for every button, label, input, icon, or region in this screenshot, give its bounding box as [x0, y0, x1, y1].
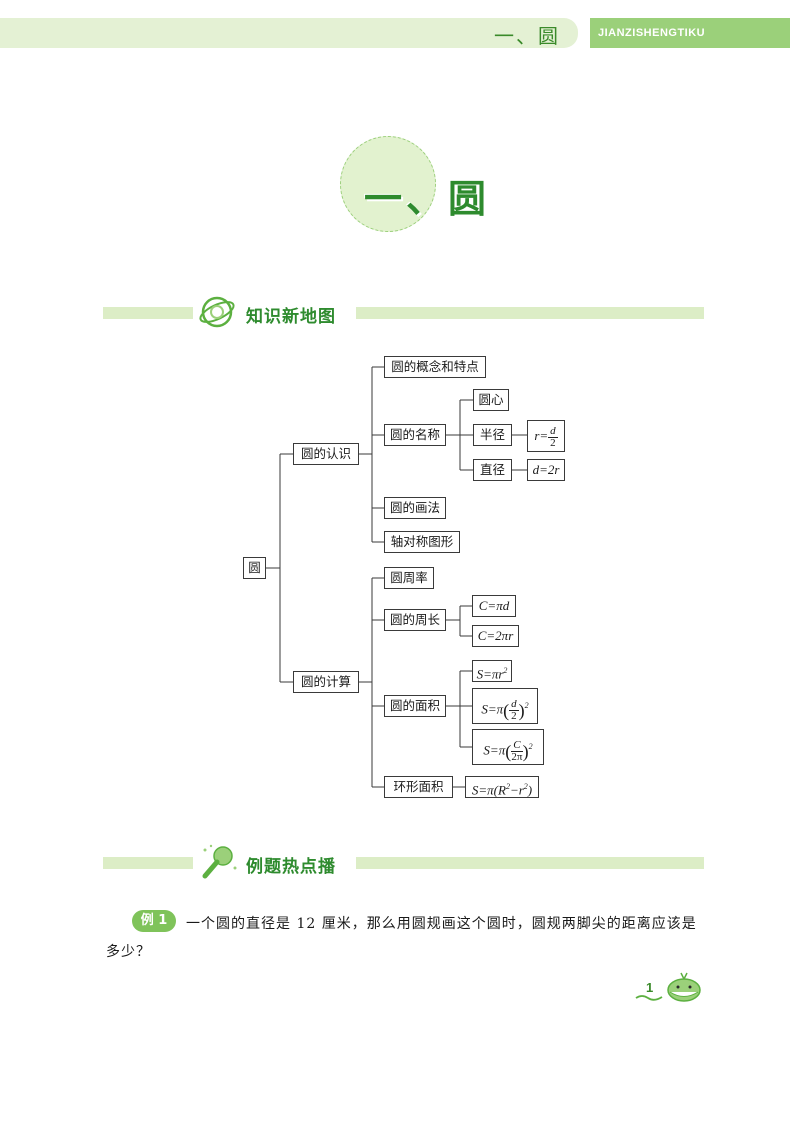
microphone-icon	[202, 844, 237, 879]
formula-area-3-num: C	[511, 738, 523, 752]
page-number: 1	[646, 980, 654, 995]
formula-radius-den: 2	[550, 436, 556, 449]
tree-radius: 半径	[473, 424, 512, 446]
section-bar-right-2	[356, 857, 704, 869]
whale-mascot-icon	[635, 972, 701, 1002]
section-bar-right	[356, 307, 704, 319]
tree-center: 圆心	[473, 389, 509, 411]
tree-ring: 环形面积	[384, 776, 453, 798]
tree-recognize: 圆的认识	[293, 443, 359, 465]
formula-radius-num: d	[548, 424, 558, 438]
formula-area-2-den: 2	[511, 709, 517, 722]
formula-area-1-main: S=πr	[476, 666, 504, 682]
formula-area-2-num: d	[509, 697, 519, 711]
header-chapter-title: 一、圆	[494, 24, 560, 48]
tree-concept: 圆的概念和特点	[384, 356, 486, 378]
tree-calculate: 圆的计算	[293, 671, 359, 693]
formula-area-1-sup: 2	[503, 666, 508, 675]
tree-perimeter: 圆的周长	[384, 609, 446, 631]
formula-ring-sup2: 2	[523, 782, 528, 791]
formula-ring-c: )	[527, 782, 533, 798]
tree-names: 圆的名称	[384, 424, 446, 446]
globe-icon	[199, 296, 235, 328]
tree-area: 圆的面积	[384, 695, 446, 717]
formula-area-3-lhs: S=π	[483, 742, 506, 758]
chapter-title: 一、圆	[364, 177, 491, 221]
formula-ring-a: S=π(R	[471, 782, 506, 798]
formula-area-3-sup: 2	[528, 742, 533, 751]
section-bar-left	[103, 307, 193, 319]
formula-diameter: d=2r	[527, 459, 565, 481]
formula-area-2-lhs: S=π	[481, 701, 504, 717]
tree-diameter: 直径	[473, 459, 512, 481]
example-badge: 例 1	[132, 910, 176, 932]
formula-area-1: S=πr2	[472, 660, 512, 682]
tree-symmetry: 轴对称图形	[384, 531, 460, 553]
section-title-examples: 例题热点播	[242, 852, 340, 877]
formula-ring-sup1: 2	[505, 782, 510, 791]
section-title-knowledge-map: 知识新地图	[242, 302, 340, 327]
formula-area-2-sup: 2	[524, 701, 529, 710]
formula-area-3-den: 2π	[511, 750, 523, 763]
example-text: 一个圆的直径是 12 厘米，那么用圆规画这个圆时，圆规两脚尖的距离应该是多少？	[106, 916, 697, 960]
formula-radius-lhs: r=	[534, 428, 549, 443]
section-bar-left-2	[103, 857, 193, 869]
tree-pi: 圆周率	[384, 567, 434, 589]
tree-root: 圆	[243, 557, 266, 579]
tree-drawing: 圆的画法	[384, 497, 446, 519]
formula-ring-b: −r	[509, 782, 524, 798]
header-tag: JIANZISHENGTIKU	[590, 18, 790, 48]
chapter-title-circle	[340, 136, 436, 232]
formula-perimeter-2: C=2πr	[472, 625, 519, 647]
formula-perimeter-1: C=πd	[472, 595, 516, 617]
header-band: 一、圆	[0, 18, 578, 48]
formula-ring: S=π(R2−r2)	[465, 776, 539, 798]
